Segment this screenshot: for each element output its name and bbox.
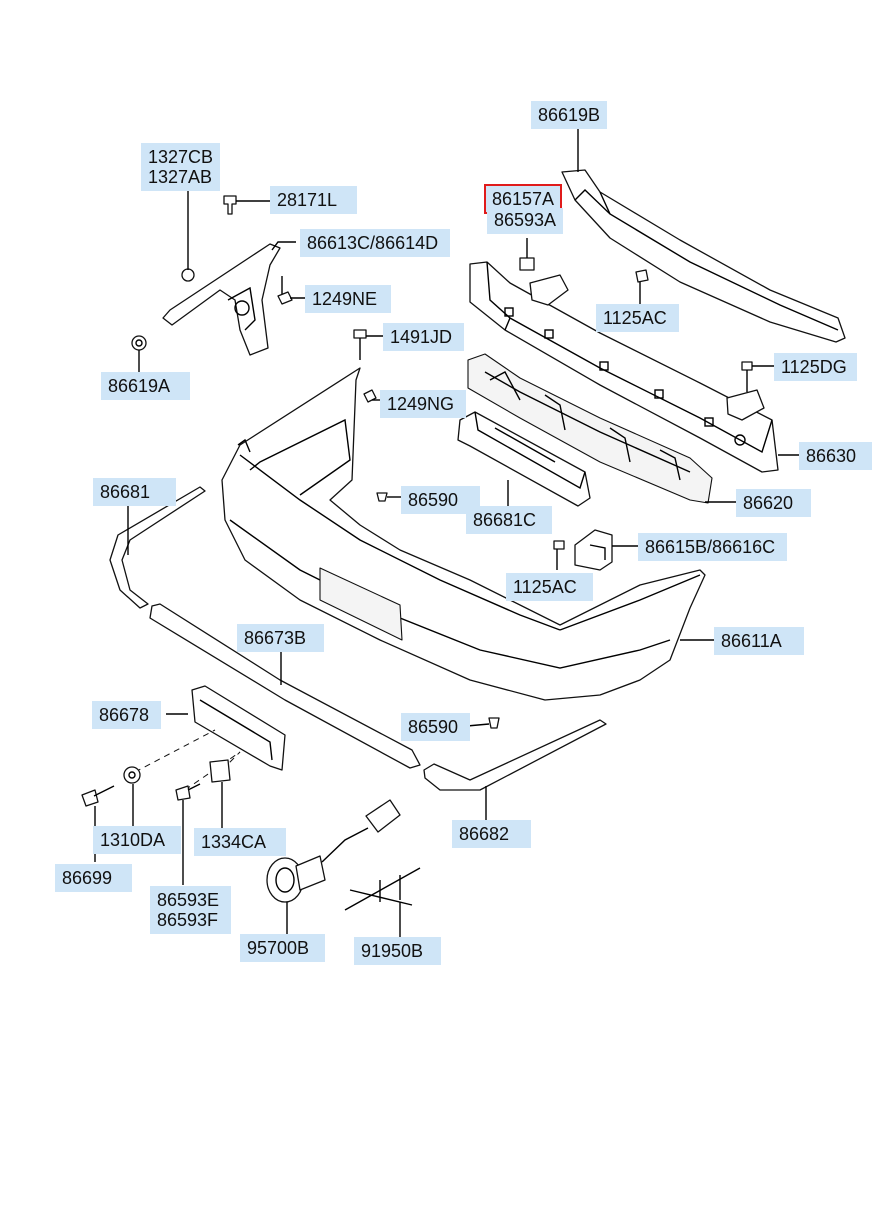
- side-bracket-86613C: [162, 243, 281, 356]
- label-1327AB: 1327AB: [148, 167, 213, 187]
- label-86593A[interactable]: 86593A: [487, 208, 564, 234]
- moulding-86681: [109, 486, 206, 609]
- upper-rail-86619B: [561, 169, 846, 343]
- label-1249NE[interactable]: 1249NE: [305, 285, 392, 313]
- label-1125AC-top[interactable]: 1125AC: [596, 304, 679, 332]
- label-86593E: 86593E: [157, 890, 220, 910]
- label-1310DA[interactable]: 1310DA: [93, 826, 182, 854]
- sensor-95700B: [266, 799, 401, 903]
- lower-bracket-86681C: [457, 411, 591, 507]
- label-86681[interactable]: 86681: [93, 478, 177, 506]
- label-86630[interactable]: 86630: [799, 442, 873, 470]
- label-86682[interactable]: 86682: [452, 820, 532, 848]
- label-86613C-86614D[interactable]: 86613C/86614D: [300, 229, 451, 257]
- label-86620[interactable]: 86620: [736, 489, 812, 517]
- label-86619A[interactable]: 86619A: [101, 372, 191, 400]
- moulding-86682: [423, 719, 607, 791]
- fasteners: [81, 195, 753, 807]
- label-86615B-86616C[interactable]: 86615B/86616C: [638, 533, 788, 561]
- label-28171L[interactable]: 28171L: [270, 186, 358, 214]
- label-86678[interactable]: 86678: [92, 701, 162, 729]
- label-86681C[interactable]: 86681C: [466, 506, 553, 534]
- label-86590-top[interactable]: 86590: [401, 486, 481, 514]
- label-86611A[interactable]: 86611A: [714, 627, 804, 655]
- label-86590-bottom[interactable]: 86590: [401, 713, 471, 741]
- label-1327CB: 1327CB: [148, 147, 214, 167]
- label-1334CA[interactable]: 1334CA: [194, 828, 287, 856]
- label-1125DG[interactable]: 1125DG: [774, 353, 857, 381]
- label-1125AC-bottom[interactable]: 1125AC: [506, 573, 593, 601]
- label-86593E-86593F[interactable]: 86593E 86593F: [150, 886, 232, 934]
- label-1491JD[interactable]: 1491JD: [383, 323, 465, 351]
- label-95700B[interactable]: 95700B: [240, 934, 326, 962]
- absorber-86620: [467, 353, 713, 504]
- label-1249NG[interactable]: 1249NG: [380, 390, 467, 418]
- label-1327CB-1327AB[interactable]: 1327CB 1327AB: [141, 143, 221, 191]
- bumper-cover-86611A: [221, 367, 706, 701]
- plate-86678: [191, 685, 286, 771]
- wiring-91950B: [344, 867, 421, 911]
- label-86699[interactable]: 86699: [55, 864, 133, 892]
- label-86619B[interactable]: 86619B: [531, 101, 608, 129]
- label-86673B[interactable]: 86673B: [237, 624, 325, 652]
- moulding-86673B: [149, 603, 421, 769]
- label-91950B[interactable]: 91950B: [354, 937, 442, 965]
- main-beam-86630: [469, 257, 779, 473]
- label-86593F: 86593F: [157, 910, 219, 930]
